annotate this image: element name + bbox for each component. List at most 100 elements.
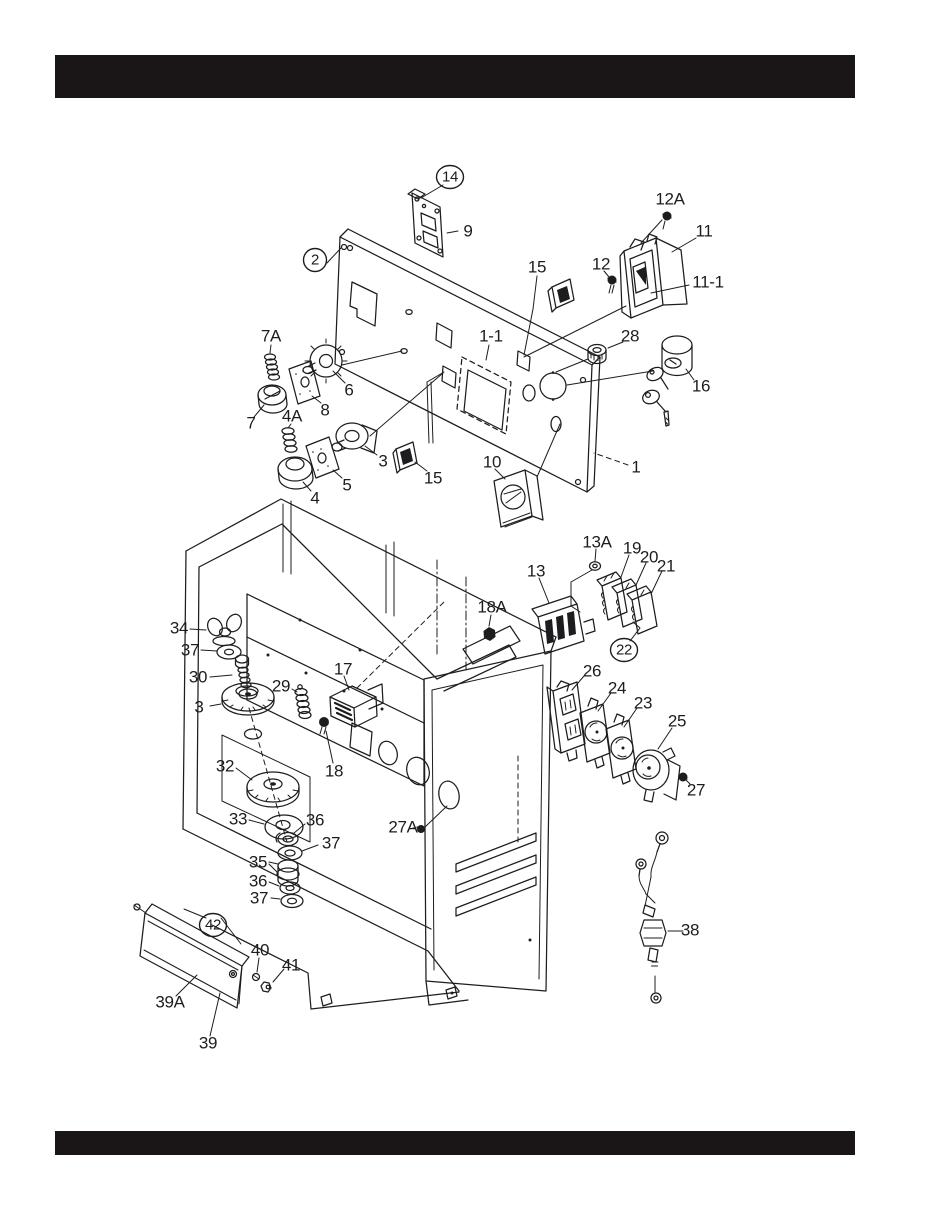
- screw-12A: [640, 211, 672, 244]
- callout-15-3: 15: [528, 258, 547, 277]
- bushing-28: [555, 341, 624, 373]
- callout-25-41: 25: [668, 712, 687, 731]
- callout-text: 37: [250, 889, 268, 908]
- callout-text: 21: [657, 557, 675, 576]
- callout-28-8: 28: [621, 327, 640, 346]
- callout-text: 27: [687, 781, 705, 800]
- plate-5: [305, 436, 343, 479]
- callout-text: 28: [621, 327, 639, 346]
- callout-32-35: 32: [216, 757, 235, 776]
- callout-text: 15: [424, 469, 442, 488]
- footer-bar: [55, 1131, 855, 1155]
- key-switch-16: [566, 335, 695, 427]
- screw-18: [319, 717, 334, 764]
- callout-text: 36: [249, 872, 267, 891]
- callout-10-20: 10: [483, 453, 502, 472]
- callout-text: 12: [592, 255, 610, 274]
- callout-text: 23: [634, 694, 652, 713]
- callout-27A-43: 27A: [388, 818, 419, 837]
- callout-1-1-19: 1-1: [479, 327, 503, 346]
- callout-text: 1-1: [479, 327, 503, 346]
- thumbwheel-32: [235, 767, 300, 808]
- callout-26-38: 26: [583, 662, 602, 681]
- callout-text: 18A: [477, 598, 507, 617]
- callout-text: 3: [194, 698, 203, 717]
- washer-small: [243, 728, 263, 740]
- callout-text: 39A: [155, 993, 185, 1012]
- callout-text: 13A: [582, 533, 612, 552]
- callout-39-54: 39: [199, 1034, 218, 1053]
- callout-text: 1: [631, 458, 640, 477]
- callout-text: 10: [483, 453, 501, 472]
- callout-text: 3: [378, 452, 387, 471]
- callout-circle: [302, 247, 328, 273]
- callout-text: 38: [681, 921, 699, 940]
- control-panel-face: [282, 228, 601, 617]
- callout-13A-22: 13A: [582, 533, 613, 552]
- receptacle-23: [605, 707, 638, 785]
- callout-text: 14: [442, 169, 458, 186]
- callout-14-0: 14: [435, 164, 465, 190]
- callout-41-52: 41: [282, 956, 301, 975]
- callout-text: 4: [310, 489, 319, 508]
- callout-37-48: 37: [250, 889, 269, 908]
- callout-42-50: 42: [198, 912, 228, 938]
- callout-text: 11: [695, 222, 712, 241]
- callout-text: 5: [342, 476, 351, 495]
- callout-21-26: 21: [657, 557, 676, 576]
- callout-33-37: 33: [229, 810, 248, 829]
- callout-17-34: 17: [334, 660, 353, 679]
- console-frame: [182, 498, 557, 1010]
- relays-19-20-21: [596, 554, 663, 642]
- callout-text: 12A: [655, 190, 685, 209]
- callout-text: 41: [282, 956, 300, 975]
- callout-text: 19: [623, 539, 641, 558]
- callout-text: 15: [528, 258, 546, 277]
- rotary-switch-6: [302, 338, 403, 384]
- screw-12: [603, 270, 617, 294]
- callout-3-15: 3: [378, 452, 387, 471]
- terminal-block-13: [531, 577, 596, 655]
- callout-text: 39: [199, 1034, 217, 1053]
- callout-text: 36: [306, 811, 324, 830]
- callout-7-13: 7: [246, 414, 255, 433]
- callout-text: 20: [640, 548, 658, 567]
- screw-27A: [412, 805, 448, 833]
- callout-text: 16: [692, 377, 710, 396]
- callout-text: 6: [344, 381, 353, 400]
- spring-7A: [263, 344, 281, 381]
- callout-20-25: 20: [640, 548, 659, 567]
- callout-text: 35: [249, 853, 267, 872]
- callout-35-46: 35: [249, 853, 268, 872]
- callout-text: 8: [320, 401, 329, 420]
- callout-text: 13: [527, 562, 545, 581]
- callout-29-33: 29: [272, 677, 291, 696]
- callout-text: 18: [325, 762, 343, 781]
- callout-text: 24: [608, 679, 626, 698]
- callout-6-11: 6: [344, 381, 353, 400]
- nut-18A: [462, 614, 521, 665]
- leader-2: [326, 243, 348, 264]
- knob-7: [253, 384, 288, 418]
- receptacle-25: [632, 727, 681, 803]
- leader-1: [593, 452, 629, 466]
- side-panel: [423, 650, 552, 1006]
- callout-text: 17: [334, 660, 352, 679]
- callout-text: 27A: [388, 818, 418, 837]
- callout-3-32: 3: [194, 698, 203, 717]
- callout-18-36: 18: [325, 762, 344, 781]
- callout-8-12: 8: [320, 401, 329, 420]
- callout-38-49: 38: [681, 921, 700, 940]
- ring-13A: [570, 548, 602, 613]
- rocker-switch-15-lower: [392, 371, 445, 474]
- callout-19-24: 19: [623, 539, 642, 558]
- header-bar: [55, 55, 855, 98]
- plate-8: [288, 360, 322, 405]
- callout-text: 4A: [282, 407, 303, 426]
- callout-text: 11-1: [692, 273, 724, 292]
- callout-text: 37: [181, 641, 199, 660]
- wire-assembly-38: [635, 831, 684, 1004]
- rocker-switch-15-top: [523, 275, 575, 356]
